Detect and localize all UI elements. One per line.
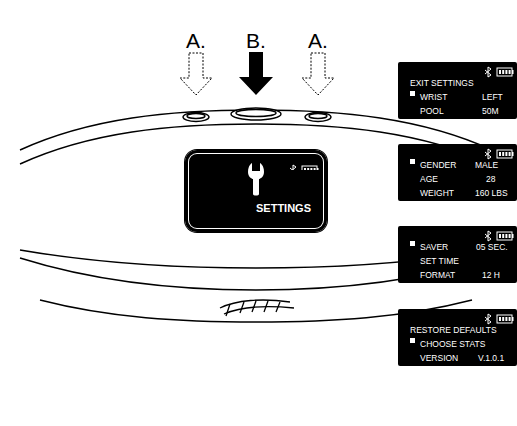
button-label: A. [186,30,206,51]
setting-name: CHOOSE STATS [420,340,485,349]
selection-marker [410,241,415,246]
press-arrows [180,52,334,95]
selection-marker [410,91,415,96]
setting-name: AGE [420,175,438,184]
buttons [183,108,331,122]
setting-value: LEFT [482,93,503,102]
status-icons [185,150,327,170]
screen-title: SETTINGS [256,203,311,214]
setting-value: 05 SEC. [476,243,508,252]
setting-name: RESTORE DEFAULTS [410,326,497,335]
setting-name: WRIST [420,93,447,102]
selection-marker [410,159,415,164]
setting-value: V.1.0.1 [478,354,504,363]
setting-name: VERSION [420,354,458,363]
setting-name: POOL [420,107,444,116]
settings-screen: EXIT SETTINGS WRIST LEFT POOL 50M [398,62,517,119]
setting-value: 12 H [482,271,500,280]
setting-value: MALE [475,161,498,170]
setting-name: EXIT SETTINGS [410,79,474,88]
setting-value: 160 LBS [475,189,508,198]
button-label: B. [246,30,266,51]
settings-screen: SAVER 05 SEC. SET TIME FORMAT 12 H [398,226,517,283]
display-screen: SETTINGS [185,150,327,232]
setting-value: 50M [482,107,499,116]
settings-screen: GENDER MALE AGE 28WEIGHT 160 LBS [398,144,517,201]
wrench-icon [185,150,327,232]
setting-name: GENDER [420,161,456,170]
watch-band [20,110,492,322]
brand-logo [220,300,294,316]
button-label: A. [308,30,328,51]
setting-name: SET TIME [420,257,459,266]
setting-name: FORMAT [420,271,455,280]
status-icons [398,144,517,164]
setting-name: WEIGHT [420,189,454,198]
setting-value: 28 [486,175,495,184]
setting-name: SAVER [420,243,448,252]
selection-marker [410,338,415,343]
settings-screen: RESTORE DEFAULTS CHOOSE STATS VERSION V.1.0… [398,309,517,366]
